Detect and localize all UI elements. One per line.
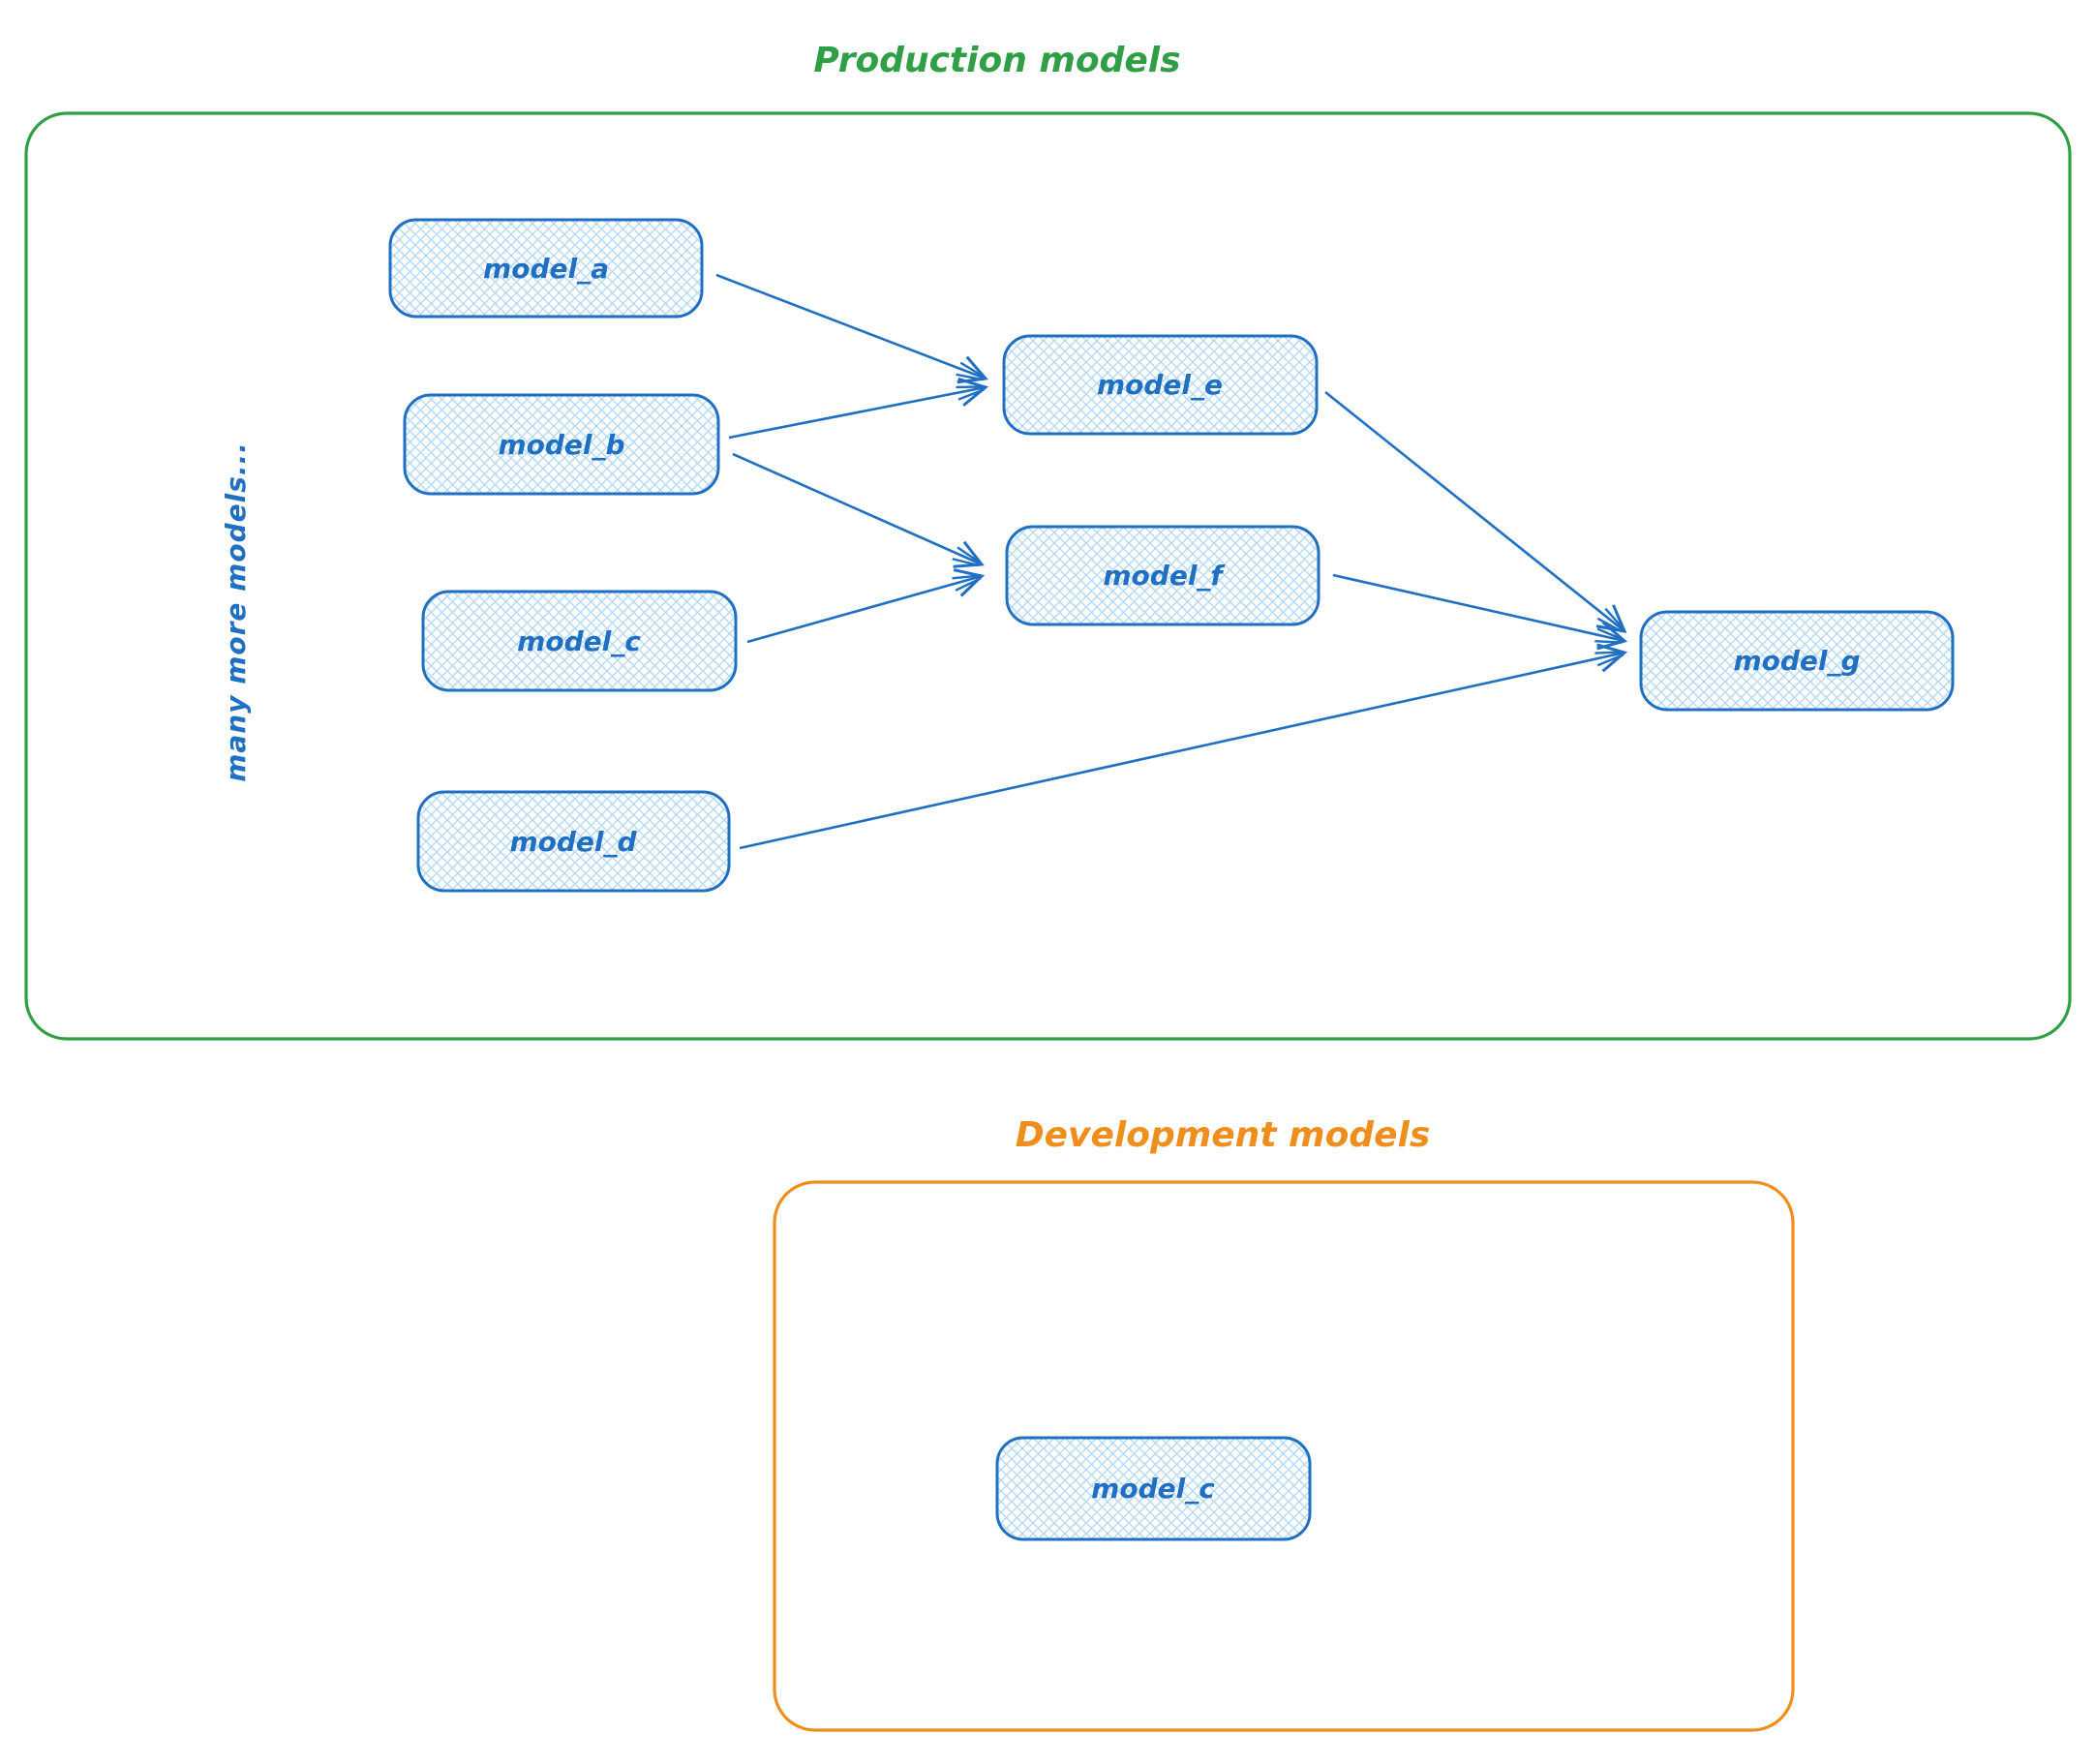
node-label-dev-model-c: model_c xyxy=(1091,1473,1215,1505)
edge-model-b-to-model-f xyxy=(732,452,982,564)
many-more-models-note: many more models... xyxy=(220,441,252,782)
node-label-model-g: model_g xyxy=(1733,645,1860,677)
node-box-model-f xyxy=(1005,525,1321,626)
edge-model-c-to-model-f xyxy=(746,576,982,644)
node-label-model-c: model_c xyxy=(517,625,641,657)
node-box-model-d xyxy=(416,790,731,893)
edge-model-f-to-model-g xyxy=(1332,573,1624,641)
node-dev-model-c: model_c xyxy=(995,1436,1312,1541)
node-box-model-a xyxy=(388,218,704,319)
node-label-model-d: model_d xyxy=(509,826,637,858)
development-title: Development models xyxy=(1016,1115,1431,1155)
node-box-dev-model-c xyxy=(995,1436,1312,1541)
node-model-e: model_e xyxy=(1002,334,1319,436)
edge-model-e-to-model-g xyxy=(1324,390,1624,631)
node-model-f: model_f xyxy=(1005,525,1321,626)
node-box-model-e xyxy=(1002,334,1319,436)
node-label-model-e: model_e xyxy=(1097,369,1223,401)
node-model-b: model_b xyxy=(403,393,720,496)
edge-model-a-to-model-e xyxy=(715,273,986,379)
edge-model-d-to-model-g xyxy=(739,653,1624,850)
production-container xyxy=(24,111,2072,1041)
node-model-d: model_d xyxy=(416,790,731,893)
node-label-model-a: model_a xyxy=(483,253,609,285)
node-box-model-b xyxy=(403,393,720,496)
node-label-model-f: model_f xyxy=(1103,560,1226,592)
production-title: Production models xyxy=(813,41,1180,80)
node-box-model-c xyxy=(421,590,738,692)
node-model-c: model_c xyxy=(421,590,738,692)
node-box-model-g xyxy=(1639,610,1955,712)
development-container xyxy=(773,1180,1795,1732)
node-model-g: model_g xyxy=(1639,610,1955,712)
edges xyxy=(715,273,1624,850)
edge-model-b-to-model-e xyxy=(728,387,986,440)
node-model-a: model_a xyxy=(388,218,704,319)
node-label-model-b: model_b xyxy=(498,429,624,461)
